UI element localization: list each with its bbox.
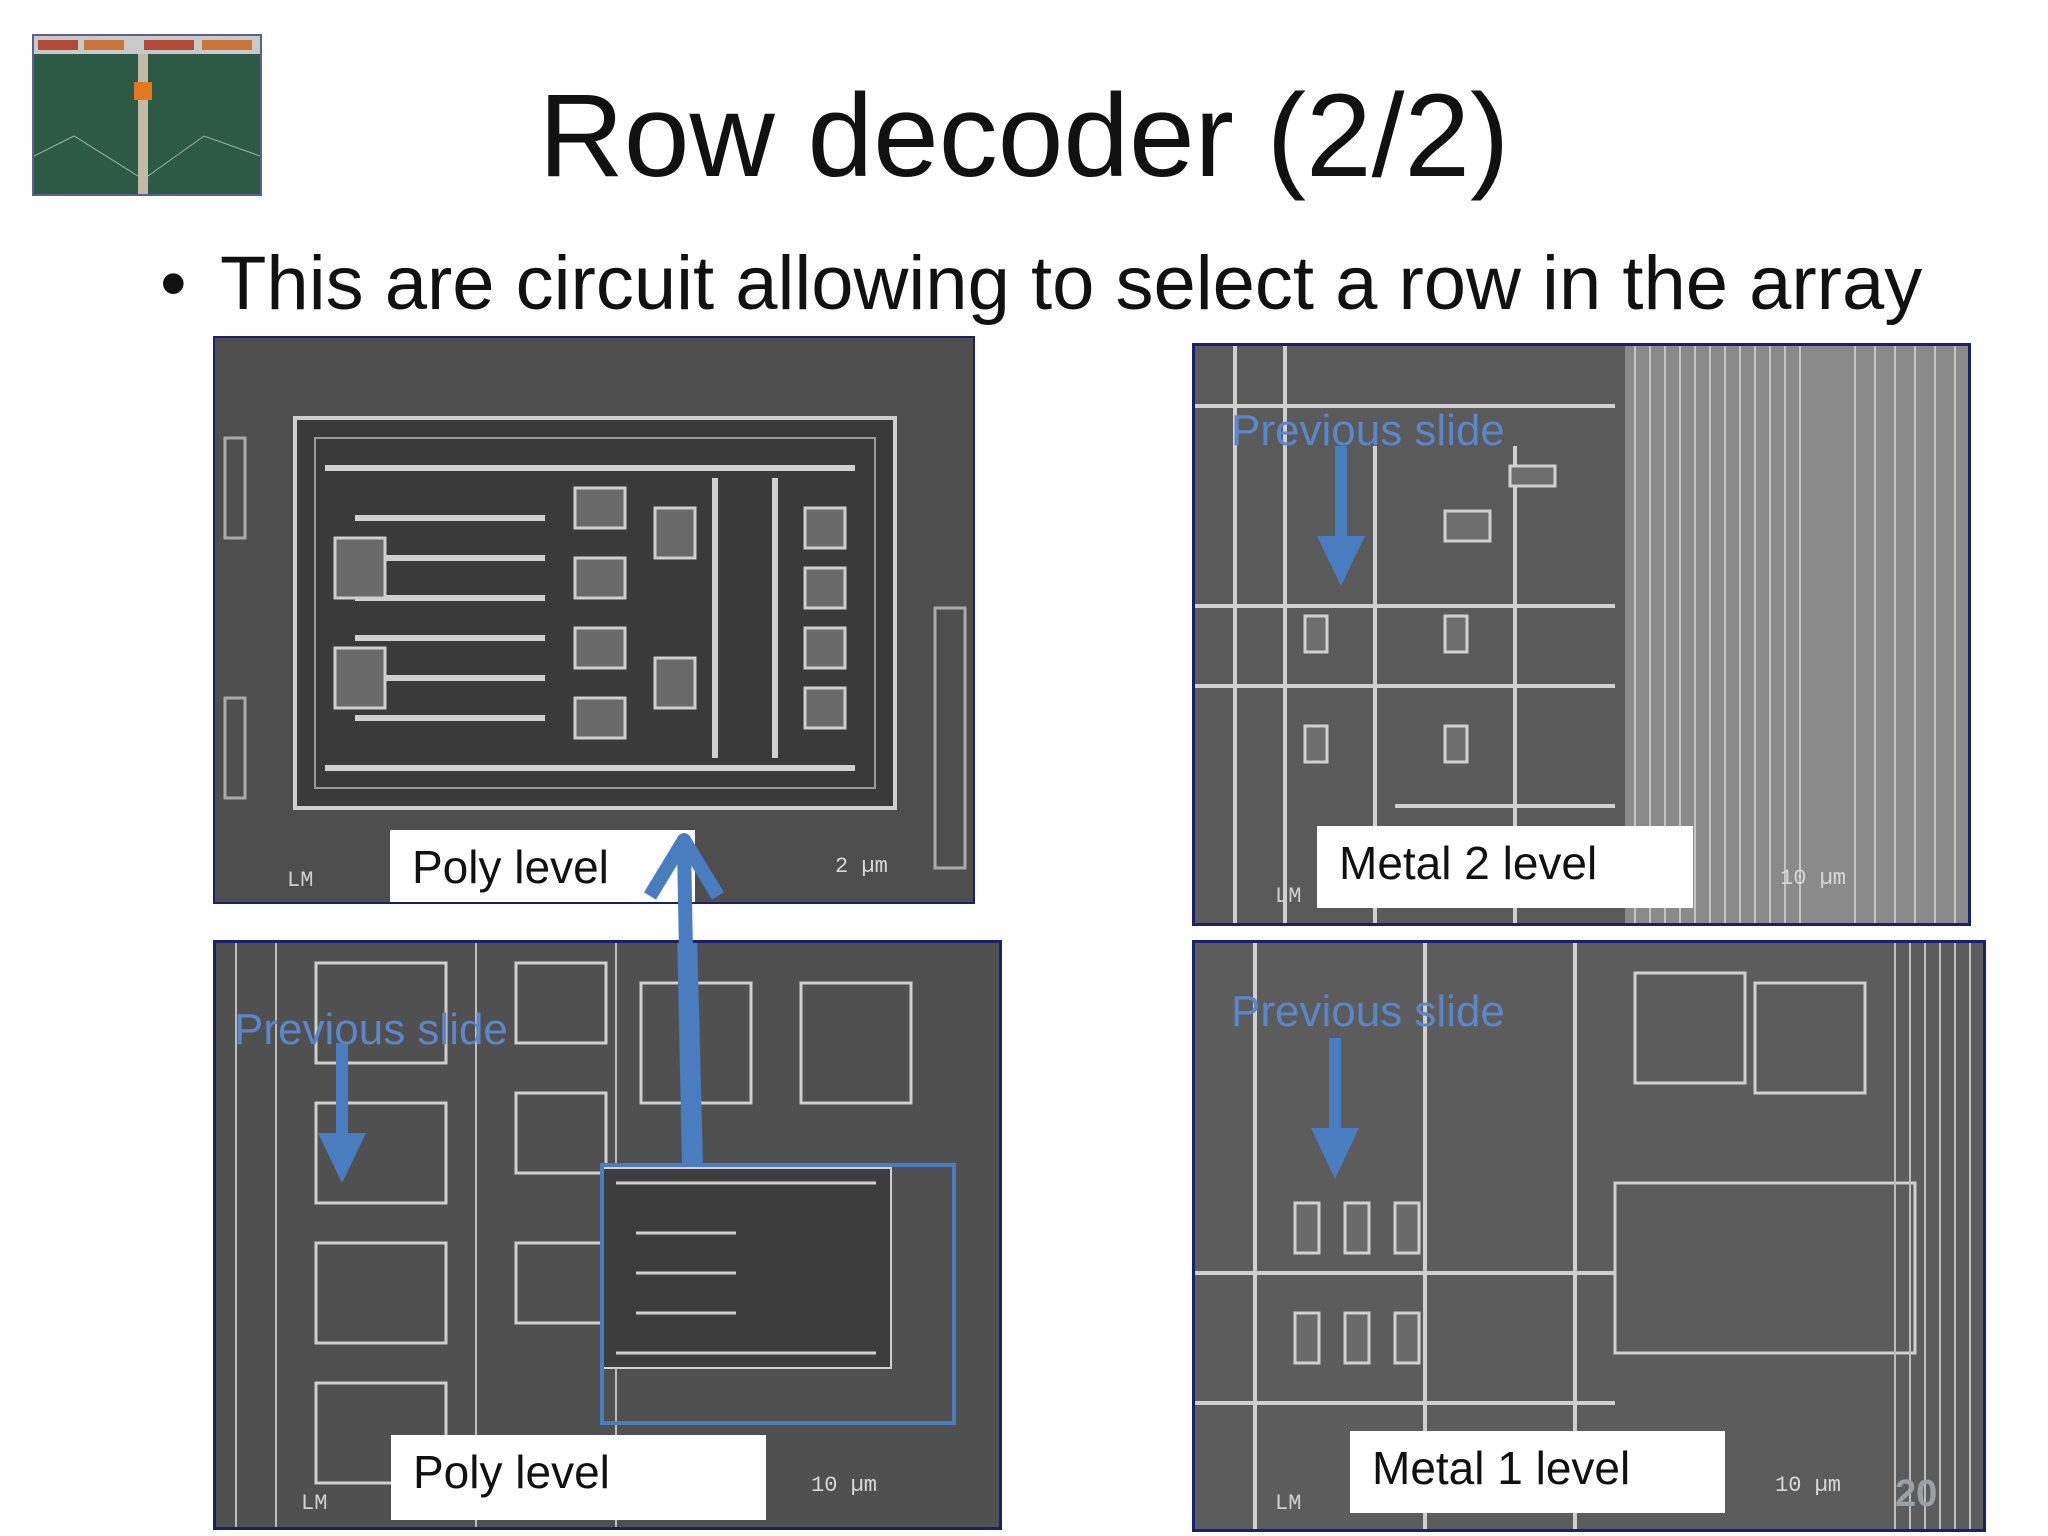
bullet-symbol: •: [160, 241, 187, 326]
lm-mark: LM: [1275, 884, 1302, 909]
arrow-icon: [1311, 1038, 1359, 1179]
scale-bar-label: 10 µm: [811, 1473, 878, 1498]
chip-floorplan-thumbnail: [32, 34, 262, 196]
poly-bottom-micrograph: [216, 943, 999, 1527]
page-number: 20: [1895, 1473, 1938, 1515]
previous-slide-callout: Previous slide: [1231, 406, 1505, 455]
lm-mark: LM: [301, 1491, 328, 1516]
metal1-level-panel: Previous slide LM 10 µm Metal 1 level 20: [1192, 940, 1986, 1532]
scale-bar-label: 10 µm: [1775, 1473, 1842, 1498]
arrow-icon: [1317, 446, 1365, 586]
poly-level-label: Poly level: [390, 830, 695, 902]
poly-top-micrograph: [215, 338, 973, 902]
bullet-text: This are circuit allowing to select a ro…: [220, 241, 1923, 326]
scale-bar-label: 2 µm: [835, 854, 888, 879]
arrow-icon: [318, 1043, 366, 1183]
metal1-micrograph: [1195, 943, 1983, 1529]
bullet-point: • This are circuit allowing to select a r…: [160, 242, 1922, 326]
poly-level-top-panel: LM 2 µm Poly level: [213, 336, 975, 904]
lm-mark: LM: [1275, 1491, 1302, 1516]
previous-slide-callout: Previous slide: [234, 1005, 508, 1054]
metal1-level-label: Metal 1 level: [1350, 1431, 1725, 1513]
poly-level-bottom-panel: Previous slide LM 10 µm Poly level: [213, 940, 1002, 1530]
slide-title: Row decoder (2/2): [538, 70, 1510, 202]
poly-level-label: Poly level: [391, 1435, 766, 1520]
metal2-level-panel: Previous slide LM 10 µm Metal 2 level: [1192, 343, 1971, 926]
metal2-level-label: Metal 2 level: [1317, 826, 1693, 908]
scale-bar-label: 10 µm: [1780, 866, 1847, 891]
arrow-icon: [644, 833, 724, 1166]
previous-slide-callout: Previous slide: [1231, 987, 1505, 1036]
lm-mark: LM: [287, 868, 314, 893]
